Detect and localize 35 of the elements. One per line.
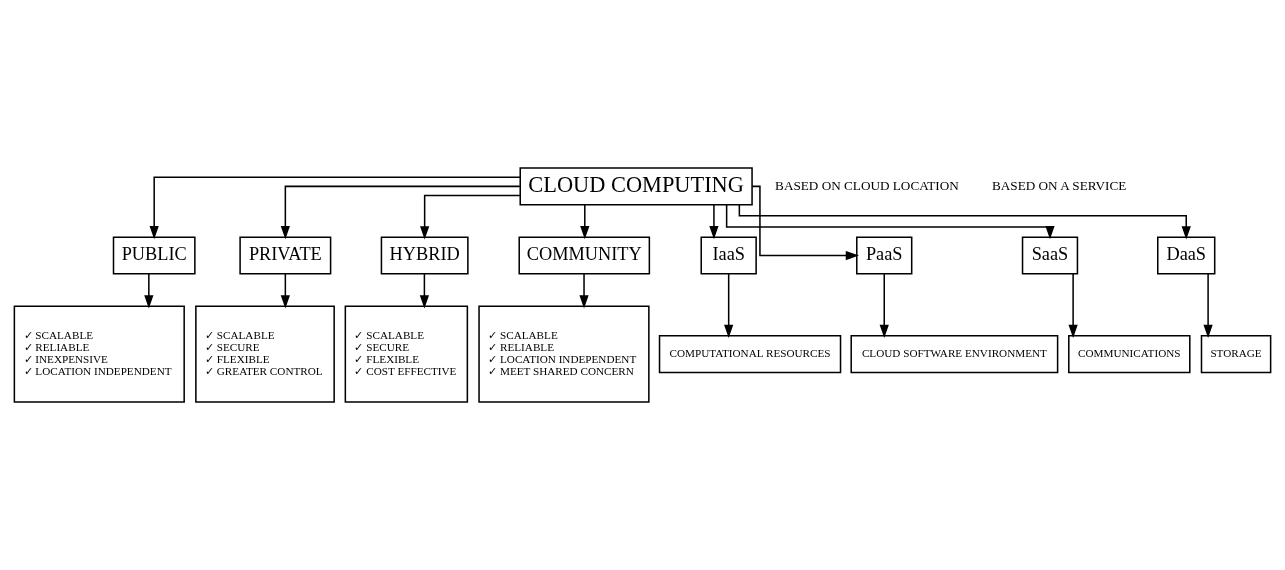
arrow [420, 194, 521, 240]
node-box: COMPUTATIONAL RESOURCES [658, 335, 842, 374]
label: BASED ON A SERVICE [991, 177, 1127, 193]
arrow [738, 204, 1191, 240]
node-box: STORAGE [1200, 335, 1272, 374]
arrow [280, 273, 290, 309]
label: BASED ON CLOUD LOCATION [775, 177, 959, 193]
arrow [724, 273, 734, 338]
arrow [879, 273, 889, 338]
arrow [1068, 273, 1078, 338]
arrow [579, 273, 589, 309]
node-box: CLOUD SOFTWARE ENVIRONMENT [850, 335, 1059, 374]
arrow [144, 273, 154, 309]
node-box: PUBLIC [112, 236, 196, 275]
node-box: PRIVATE [239, 236, 332, 275]
node-box: ✓ SCALABLE ✓ RELIABLE ✓ LOCATION INDEPENDENT ✓ MEET SHARED CONCERN [478, 305, 650, 403]
arrow [1203, 273, 1213, 338]
node-box: PaaS [856, 236, 913, 275]
node-box: SaaS [1021, 236, 1079, 275]
node-box: CLOUD COMPUTING [519, 167, 753, 206]
node-box: ✓ SCALABLE ✓ SECURE ✓ FLEXIBLE ✓ COST EFFECTIVE [344, 305, 469, 403]
node-box: COMMUNICATIONS [1068, 335, 1191, 374]
arrow [419, 273, 430, 309]
node-box: ✓ SCALABLE ✓ SECURE ✓ FLEXIBLE ✓ GREATER CONTROL [195, 305, 335, 403]
node-box: DaaS [1157, 236, 1216, 275]
arrow [725, 204, 1055, 240]
arrow [149, 176, 521, 240]
node-box: COMMUNITY [518, 236, 651, 275]
arrow [280, 185, 521, 240]
node-box: ✓ SCALABLE ✓ RELIABLE ✓ INEXPENSIVE ✓ LOCATION INDEPENDENT [13, 305, 185, 403]
node-box: IaaS [700, 236, 757, 275]
arrow [580, 204, 590, 240]
arrow [709, 204, 719, 240]
arrow [751, 185, 859, 261]
node-box: HYBRID [380, 236, 469, 275]
